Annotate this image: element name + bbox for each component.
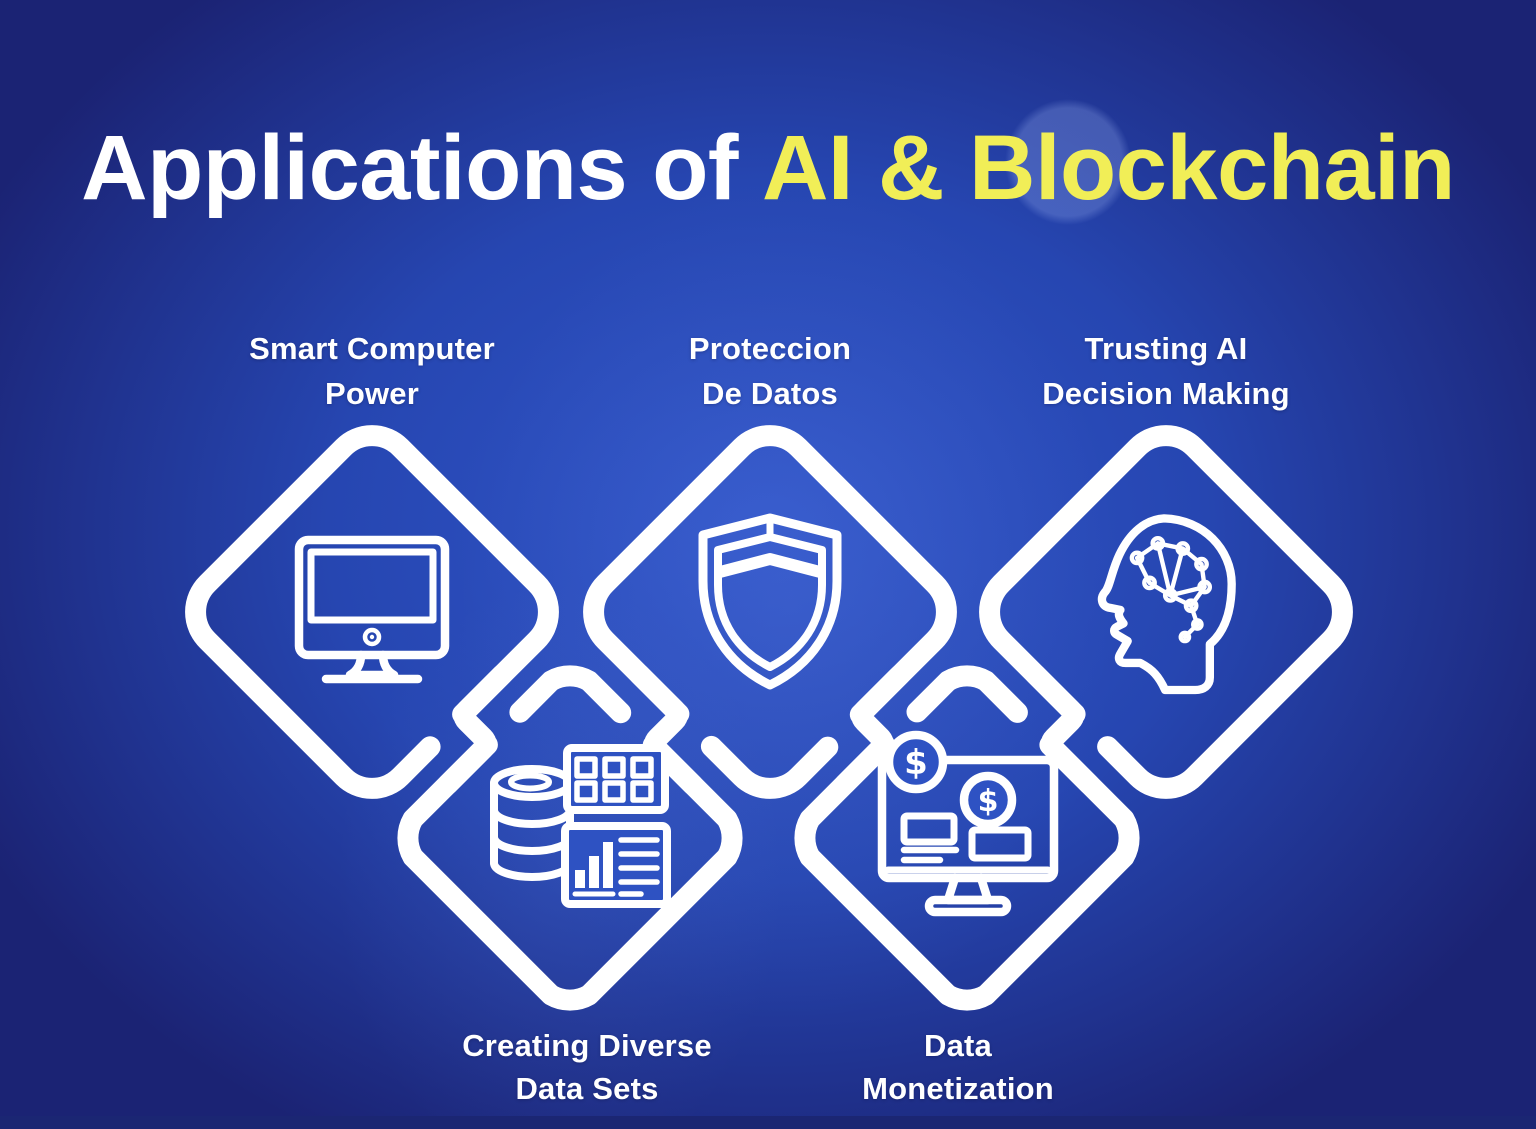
data-chart-card <box>561 822 671 908</box>
diamond-outline-creating-diverse-data-sets <box>397 665 743 1011</box>
diamond-outline-data-monetization <box>794 665 1140 1011</box>
label-line: De Datos <box>702 376 838 411</box>
item-label-creating-diverse-data-sets: Creating Diverse Data Sets <box>462 1024 712 1110</box>
security-shield-icon <box>698 513 842 690</box>
dollar-coin: $ <box>884 730 948 794</box>
label-line: Trusting AI <box>1084 331 1248 366</box>
item-label-smart-computer-power: Smart Computer Power <box>249 326 495 416</box>
item-label-proteccion-de-datos: Proteccion De Datos <box>689 326 851 416</box>
neural-network-links <box>1134 541 1207 640</box>
link-connector-mid-right <box>834 664 911 795</box>
data-grid-table <box>563 744 669 814</box>
diamond-outline-proteccion-de-datos <box>583 425 957 799</box>
bottom-strip <box>0 1116 1536 1129</box>
label-line: Decision Making <box>1042 376 1290 411</box>
database-datasets-icon <box>490 744 671 908</box>
title-prefix: Applications of <box>81 117 739 219</box>
link-connector-left <box>437 664 513 795</box>
label-line: Smart Computer <box>249 331 495 366</box>
monetization-monitor-icon: $ $ <box>877 730 1059 917</box>
neural-network-nodes <box>1129 535 1213 644</box>
label-line: Proteccion <box>688 331 852 366</box>
diamond-outline-trusting-ai <box>979 425 1353 799</box>
label-line: Creating Diverse <box>462 1028 712 1063</box>
item-label-trusting-ai-decision-making: Trusting AI Decision Making <box>1042 326 1290 416</box>
desktop-computer-icon <box>294 535 450 684</box>
link-connector-right <box>1025 664 1100 795</box>
item-label-data-monetization: Data Monetization <box>862 1024 1054 1110</box>
svg-text:$: $ <box>904 743 928 783</box>
label-line: Power <box>324 376 420 411</box>
diamond-outline-smart-computer-power <box>185 425 559 799</box>
dollar-coin: $ <box>959 771 1017 829</box>
label-line: Data <box>923 1028 992 1063</box>
title-highlight: AI & Blockchain <box>761 117 1455 219</box>
label-line: Data Sets <box>515 1071 659 1106</box>
ai-brain-head-icon <box>1097 514 1236 695</box>
svg-text:$: $ <box>978 784 999 819</box>
database-cylinder <box>490 765 574 881</box>
label-line: Monetization <box>862 1071 1054 1106</box>
